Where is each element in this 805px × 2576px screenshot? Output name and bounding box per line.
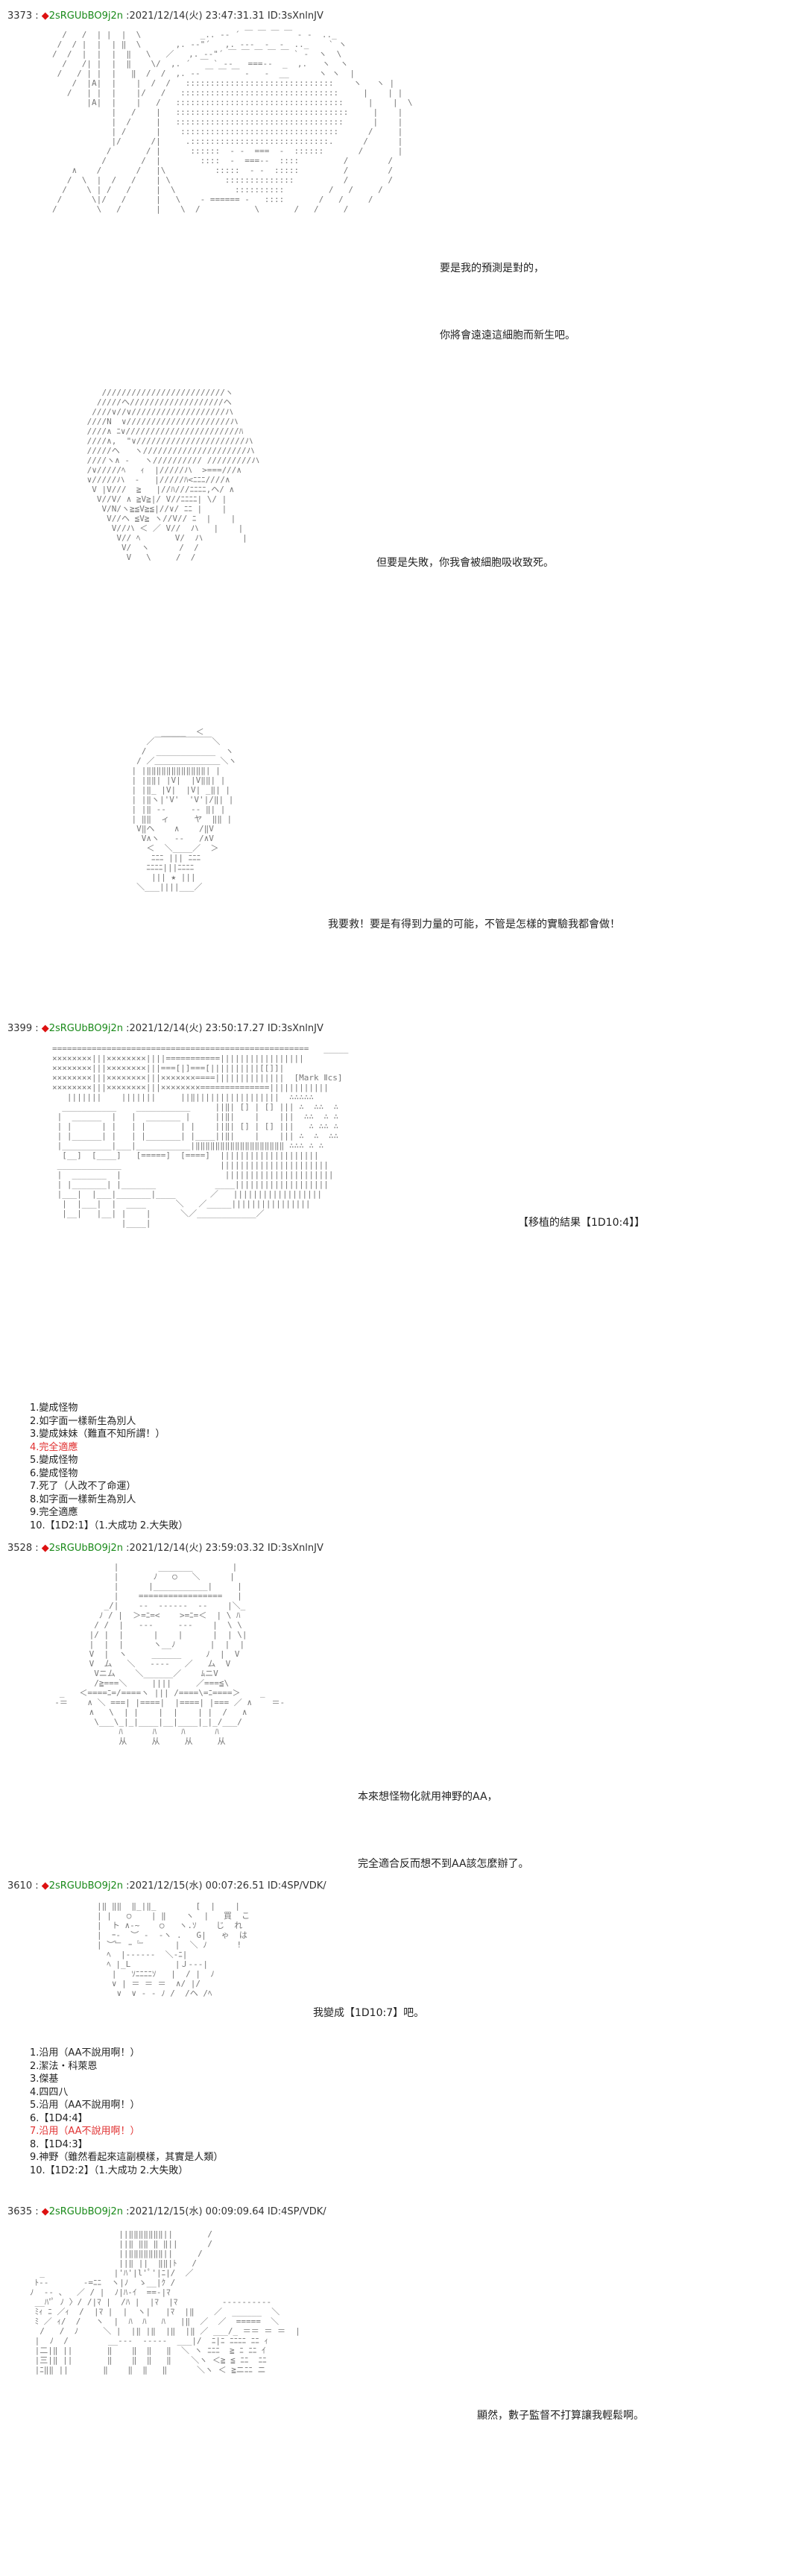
ascii-art-lab-scene: ========================================… (52, 1044, 349, 1228)
list-item: 9.完全適應 (30, 1507, 78, 1518)
ascii-art-group-scene: ||‖‖‖‖‖‖‖|| / ||‖ ‖‖ ‖ ‖|| / ||‖‖‖‖‖‖‖||… (30, 2229, 300, 2375)
tripcode[interactable]: 2sRGUbBO9j2n (48, 1023, 123, 1034)
dice-result-list: 1.沿用（AA不說用啊！） 2.潔法・科萊恩 3.傑基 4.四四八 5.沿用（A… (30, 2047, 223, 2177)
list-item: 8.如字面一樣新生為別人 (30, 1493, 136, 1505)
narration-text: 我要救！要是有得到力量的可能，不管是怎樣的實驗我都會做！ (328, 869, 620, 980)
list-item: 10.【1D2:2】（1.大成功 2.大失敗） (30, 2164, 189, 2176)
tripcode[interactable]: 2sRGUbBO9j2n (48, 1880, 123, 1892)
list-item: 2.潔法・科萊恩 (30, 2060, 98, 2072)
list-item: 6.【1D4:4】 (30, 2112, 88, 2124)
list-item: 4.完全適應 (30, 1441, 78, 1453)
list-item: 3.變成妹妹（難直不知所謂！） (30, 1429, 165, 1440)
tripcode[interactable]: 2sRGUbBO9j2n (48, 1543, 123, 1554)
narration-text: 本來想怪物化就用神野的AA， 完全適合反而想不到AA該怎麼辦了。 (358, 1741, 529, 1920)
list-item: 5.沿用（AA不說用啊！） (30, 2100, 140, 2111)
narration-line: 我要救！要是有得到力量的可能，不管是怎樣的實驗我都會做！ (328, 919, 620, 930)
result-text: 【移植的結果【1D10:4】】 (518, 1217, 645, 1229)
ascii-art-small-character: |‖ ‖‖ ‖_|‖_ [ | | | | ○ | ‖ ヽ | 買 こ | ト … (97, 1901, 250, 1998)
narration-line: 我變成【1D10:7】吧。 (313, 2007, 425, 2019)
trip-diamond-icon: ◆ (41, 1543, 49, 1554)
list-item: 7.死了（人改不了命運） (30, 1481, 136, 1492)
ascii-art-face-1: / / | | | \ _.. -‐ ´ ￣ ￣ ￣ ￣ ‐ - .._ / /… (52, 30, 413, 214)
list-item: 9.神野（雖然看起來這副模樣，其實是人類） (30, 2152, 224, 2163)
narration-text: 我變成【1D10:7】吧。 (313, 1957, 424, 2069)
trip-diamond-icon: ◆ (41, 2206, 49, 2217)
list-item: 7.沿用（AA不說用啊！） (30, 2126, 140, 2137)
post-meta: :2021/12/14(火) 23:59:03.32 ID:3sXnlnJV (122, 1543, 323, 1554)
post-meta: :2021/12/15(水) 00:07:26.51 ID:4SP/VDK/ (122, 1880, 326, 1892)
tripcode[interactable]: 2sRGUbBO9j2n (48, 10, 123, 22)
dice-result-list: 1.變成怪物 2.如字面一樣新生為別人 3.變成妹妹（難直不知所謂！） 4.完全… (30, 1402, 188, 1532)
list-item: 10.【1D2:1】（1.大成功 2.大失敗） (30, 1520, 189, 1531)
narration-text: 顯然，數子監督不打算讓我輕鬆啊。 (477, 2360, 644, 2472)
narration-line: 顯然，數子監督不打算讓我輕鬆啊。 (477, 2410, 644, 2422)
post-meta: :2021/12/15(水) 00:09:09.64 ID:4SP/VDK/ (122, 2206, 326, 2217)
ascii-art-figure-2: /////////////////////////ヽ /////ヘ///////… (86, 388, 260, 562)
trip-diamond-icon: ◆ (41, 1023, 49, 1034)
post-header: 3399 : ◆2sRGUbBO9j2n :2021/12/14(火) 23:5… (7, 1020, 323, 1034)
post-number: 3610 : (7, 1880, 42, 1892)
list-item: 1.變成怪物 (30, 1402, 78, 1414)
trip-diamond-icon: ◆ (41, 10, 49, 22)
post-meta: :2021/12/14(火) 23:50:17.27 ID:3sXnlnJV (122, 1023, 323, 1034)
post-header: 3635 : ◆2sRGUbBO9j2n :2021/12/15(水) 00:0… (7, 2203, 326, 2217)
list-item: 1.沿用（AA不說用啊！） (30, 2047, 140, 2059)
narration-line: 但要是失敗，你我會被細胞吸收致死。 (376, 557, 554, 569)
narration-line: 要是我的預測是對的， (440, 262, 544, 274)
post-header: 3610 : ◆2sRGUbBO9j2n :2021/12/15(水) 00:0… (7, 1877, 326, 1892)
narration-text: 但要是失敗，你我會被細胞吸收致死。 (376, 507, 554, 619)
post-header: 3373 : ◆2sRGUbBO9j2n :2021/12/14(火) 23:4… (7, 7, 323, 22)
trip-diamond-icon: ◆ (41, 1880, 49, 1892)
list-item: 4.四四八 (30, 2086, 69, 2098)
post-meta: :2021/12/14(火) 23:47:31.31 ID:3sXnlnJV (122, 10, 323, 22)
narration-text: 要是我的預測是對的， 你將會遠遠這細胞而新生吧。 (440, 212, 575, 391)
narration-line: 你將會遠遠這細胞而新生吧。 (440, 330, 575, 341)
ascii-art-figure-3: _____ ＜ ／￣￣￣￣￣￣￣＼ / ____________ ヽ / ／＿＿… (131, 727, 237, 892)
narration-line: 本來想怪物化就用神野的AA， (358, 1791, 498, 1803)
post-number: 3635 : (7, 2206, 42, 2217)
tripcode[interactable]: 2sRGUbBO9j2n (48, 2206, 123, 2217)
post-header: 3528 : ◆2sRGUbBO9j2n :2021/12/14(火) 23:5… (7, 1540, 323, 1554)
post-number: 3528 : (7, 1543, 42, 1554)
list-item: 8.【1D4:3】 (30, 2138, 88, 2150)
post-number: 3373 : (7, 10, 42, 22)
ascii-art-uniform-figure: | _______ | | ﾉ ○ ＼ | | |___________| | … (54, 1562, 285, 1746)
list-item: 5.變成怪物 (30, 1455, 78, 1466)
post-number: 3399 : (7, 1023, 42, 1034)
list-item: 6.變成怪物 (30, 1467, 78, 1479)
narration-line: 完全適合反而想不到AA該怎麼辦了。 (358, 1858, 529, 1870)
list-item: 2.如字面一樣新生為別人 (30, 1415, 136, 1427)
narration-text: 【移植的結果【1D10:4】】 (518, 1167, 645, 1279)
list-item: 3.傑基 (30, 2073, 59, 2085)
